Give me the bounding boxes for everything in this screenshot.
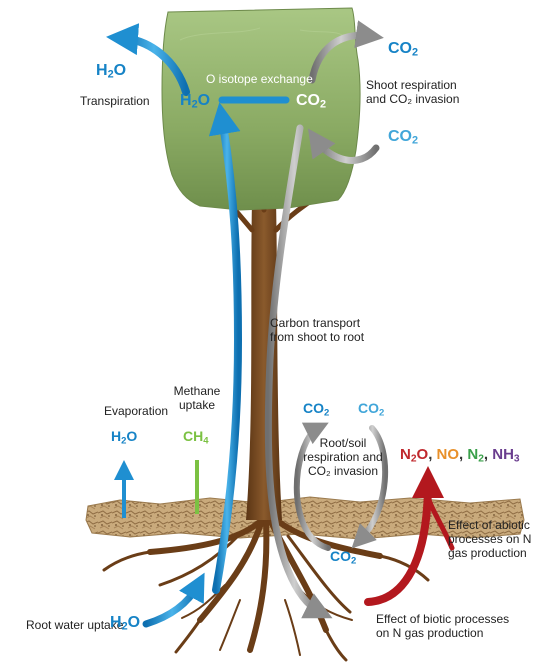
root-water-uptake-label: Root water uptake: [26, 618, 123, 632]
shoot-co2-bottom-label: CO2: [388, 128, 418, 147]
canopy-co2-label: CO2: [296, 92, 326, 111]
methane-uptake-label: Methane uptake: [172, 384, 222, 412]
evaporation-h2o-label: H2O: [111, 428, 137, 446]
methane-ch4-label: CH4: [183, 428, 209, 446]
shoot-co2-top-label: CO2: [388, 40, 418, 59]
transpiration-h2o-label: H2O: [96, 62, 126, 81]
soil-co2-bottom-label: CO2: [330, 548, 356, 566]
nh3-label: NH3: [492, 446, 519, 463]
canopy-h2o-label: H2O: [180, 92, 210, 111]
o-isotope-exchange-label: O isotope exchange: [206, 72, 313, 86]
n2o-label: N2O: [400, 446, 428, 463]
soil-co2-left-label: CO2: [303, 400, 329, 418]
root-soil-respiration-label: Root/soil respiration and CO₂ invasion: [300, 436, 386, 478]
transpiration-label: Transpiration: [80, 94, 150, 108]
soil-co2-right-label: CO2: [358, 400, 384, 418]
shoot-respiration-label: Shoot respiration and CO₂ invasion: [366, 78, 459, 106]
root-h2o-label: H2O: [110, 614, 140, 633]
evaporation-label: Evaporation: [104, 404, 168, 418]
abiotic-effect-label: Effect of abiotic processes on N gas pro…: [448, 518, 531, 560]
n-gas-list: N2O, NO, N2, NH3: [400, 446, 520, 465]
carbon-transport-label: Carbon transport from shoot to root: [270, 316, 364, 344]
n2-label: N2: [467, 446, 484, 463]
no-label: NO: [437, 446, 460, 463]
biotic-effect-label: Effect of biotic processes on N gas prod…: [376, 612, 509, 640]
